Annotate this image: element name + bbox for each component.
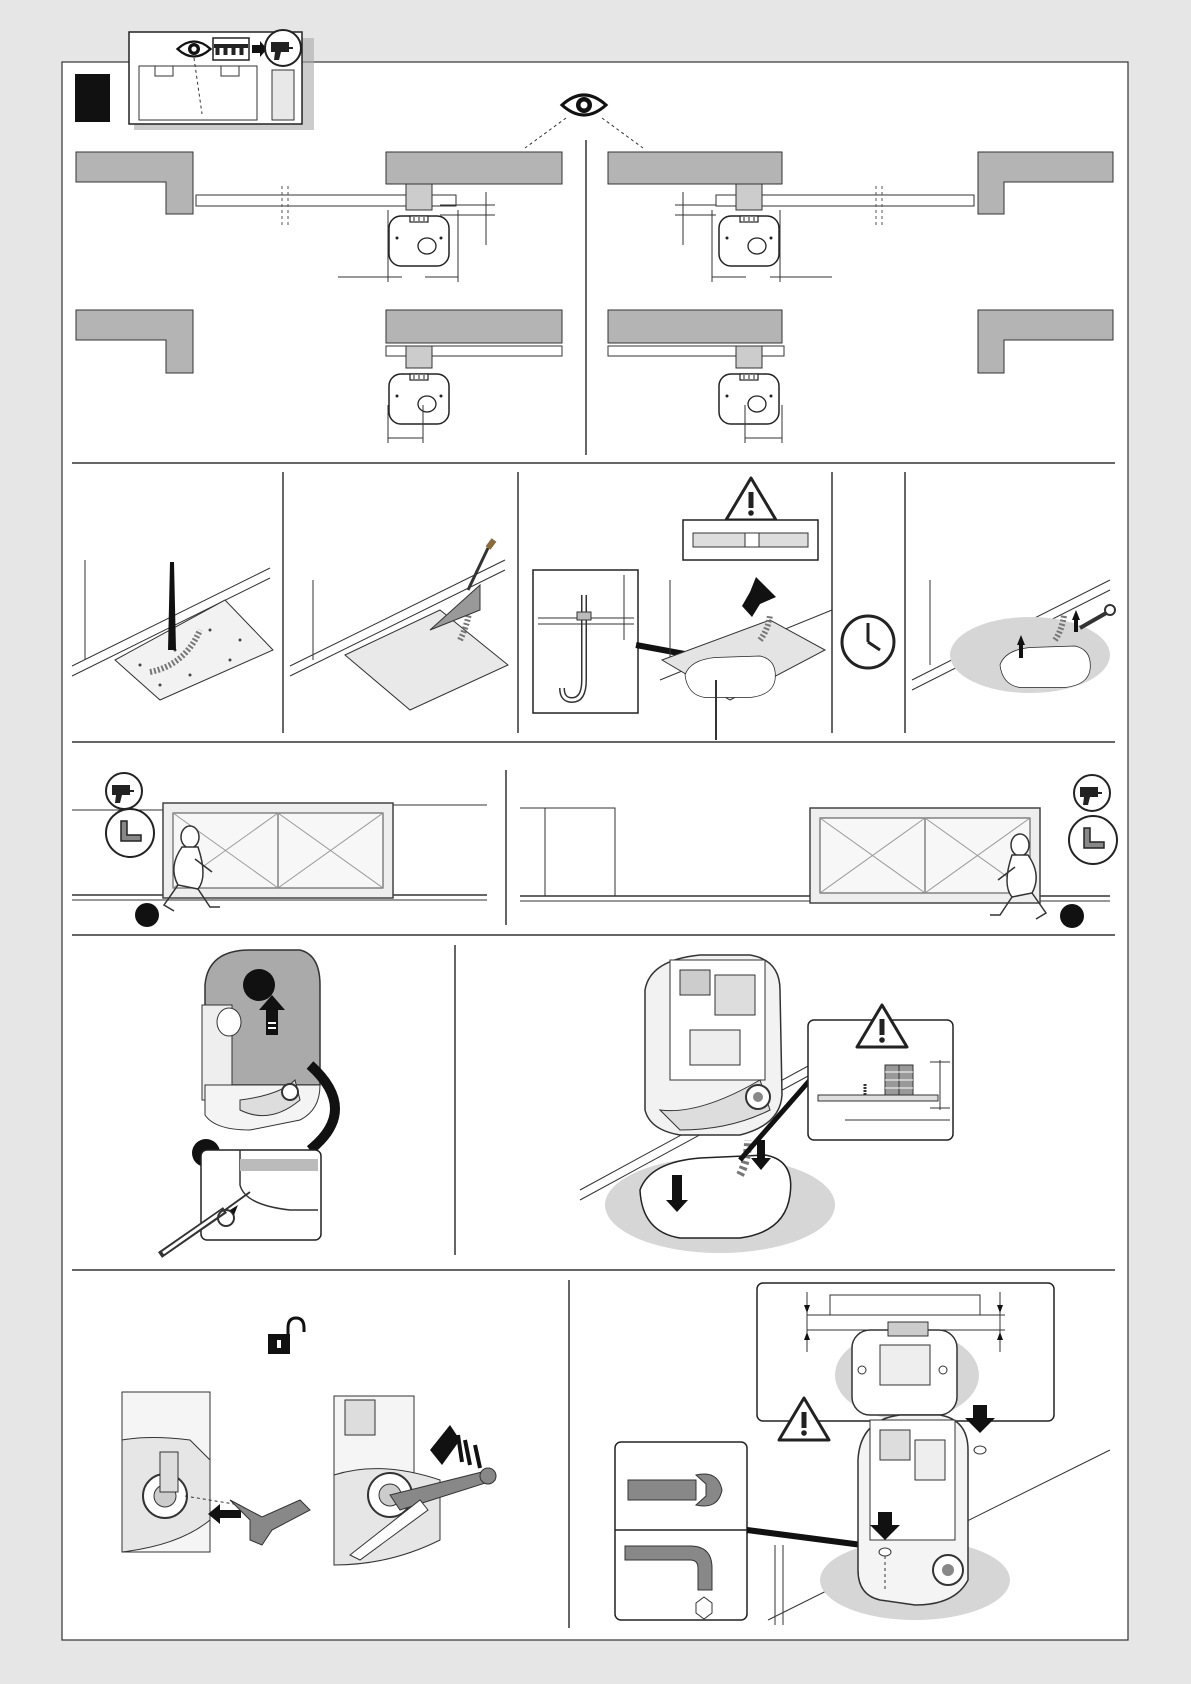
- step-marker-dot: [135, 903, 159, 927]
- clock-icon: [842, 616, 894, 668]
- anchor-bolt-icon: [533, 570, 638, 713]
- inset-header: [129, 30, 314, 130]
- drill-icon: [265, 30, 301, 66]
- drill-icon: [1074, 775, 1110, 811]
- drill-icon: [106, 773, 142, 809]
- step-marker-dot: [1060, 904, 1084, 928]
- bracket-icon: [106, 809, 154, 857]
- rack-icon: [213, 38, 249, 60]
- tool-panel: [615, 1442, 747, 1620]
- rack-alignment-detail: [808, 1005, 953, 1140]
- spirit-level-icon: [683, 520, 818, 560]
- rack-on-base-icon: [885, 1065, 913, 1095]
- step-marker-1: [243, 969, 275, 1001]
- section-marker: [75, 74, 110, 122]
- bracket-icon: [1069, 816, 1117, 864]
